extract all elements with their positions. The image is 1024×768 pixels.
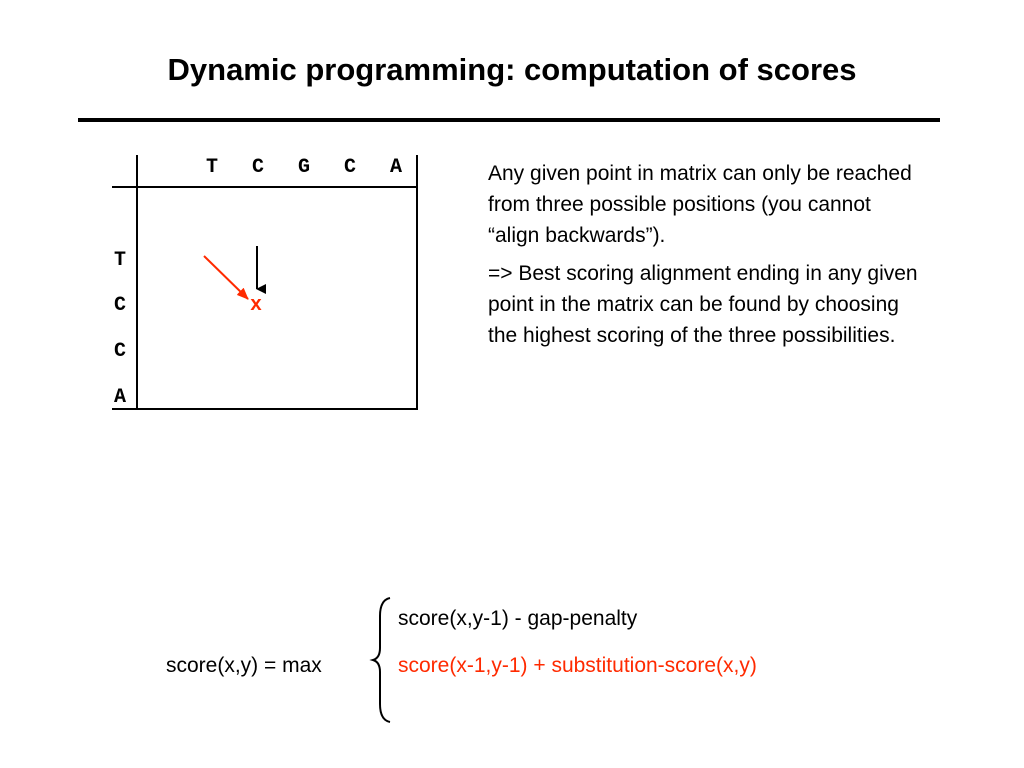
row-letter: C [114,294,126,317]
formula-case-substitution: score(x-1,y-1) + substitution-score(x,y) [398,654,757,677]
row-letter: T [114,249,126,272]
explanation-paragraph: Any given point in matrix can only be re… [488,162,912,247]
formula-case-gap: score(x,y-1) - gap-penalty [398,607,638,630]
slide-title: Dynamic programming: computation of scor… [167,52,857,87]
diagonal-arrow-icon [203,255,249,300]
column-letter: G [298,156,310,179]
explanation-text: Any given point in matrix can only be re… [488,158,918,358]
column-letter: C [344,156,356,179]
column-letter: C [252,156,264,179]
curly-brace-icon [369,597,391,723]
column-letter: A [390,156,402,179]
row-letter: A [114,386,126,409]
explanation-paragraph: => Best scoring alignment ending in any … [488,262,918,347]
formula-lhs: score(x,y) = max [166,654,322,677]
column-letter: T [206,156,218,179]
current-cell-marker: x [250,294,262,317]
title-divider [78,118,940,122]
row-letter: C [114,340,126,363]
